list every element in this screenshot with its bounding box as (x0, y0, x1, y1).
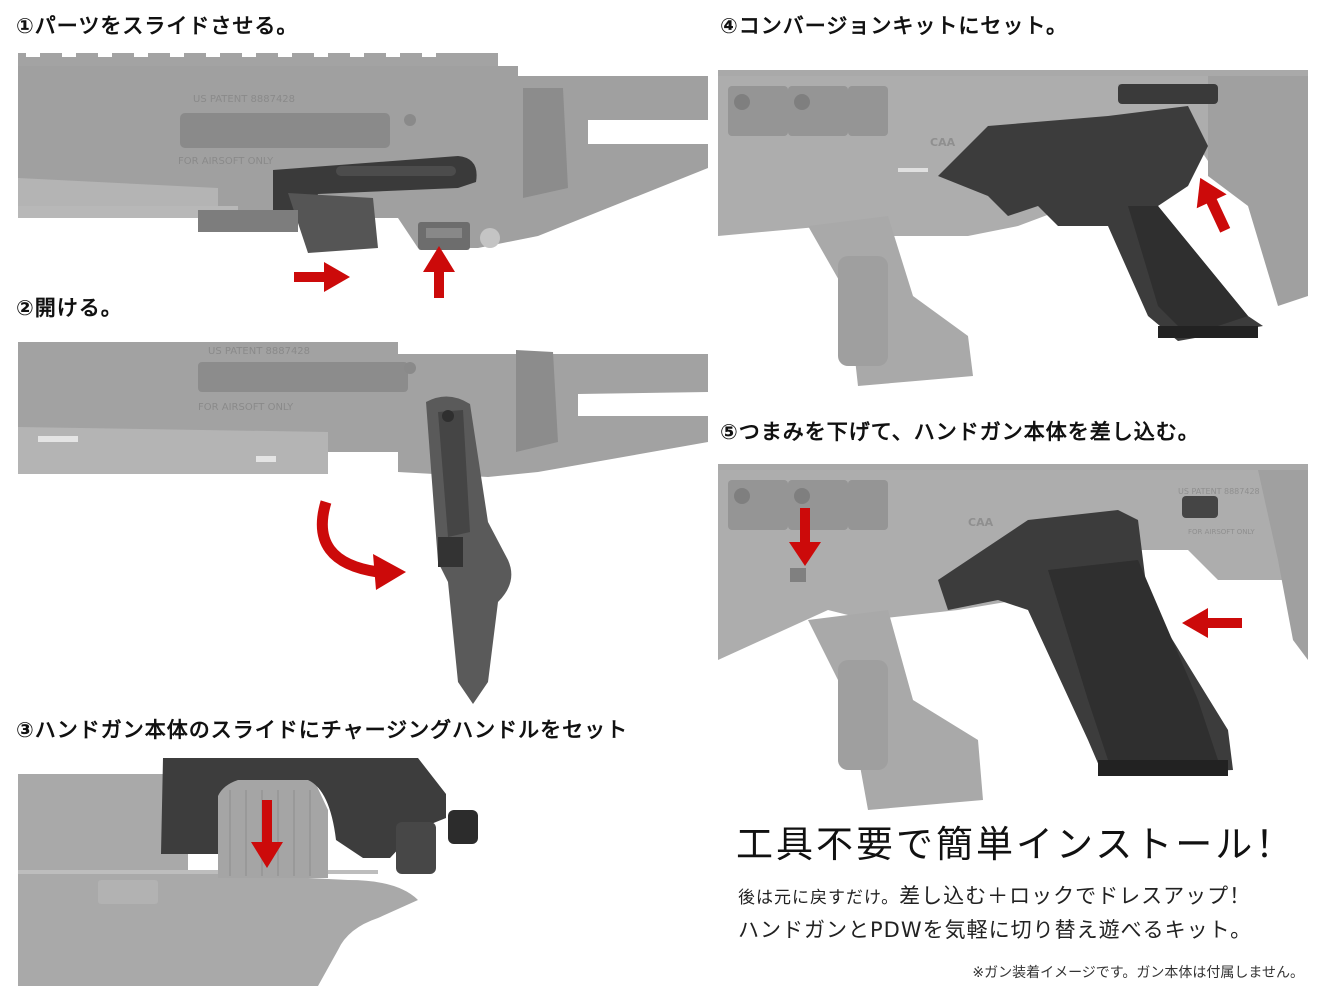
step-2-text: 開ける。 (34, 296, 123, 320)
step-4-number: ④ (720, 14, 739, 38)
description-line-2: ハンドガンとPDWを気軽に切り替え遊べるキット。 (738, 918, 1253, 942)
airsoft-engraving: FOR AIRSOFT ONLY (178, 156, 274, 167)
kit-open-illustration: US PATENT 8887428 FOR AIRSOFT ONLY (18, 342, 708, 704)
kit-insert-illustration: CAA US PATENT 8887428 FOR AIRSOFT ONLY (718, 464, 1308, 810)
patent-engraving: US PATENT 8887428 (1178, 487, 1260, 496)
step-2-number: ② (16, 296, 35, 320)
disclaimer-note: ※ガン装着イメージです。ガン本体は付属しません。 (972, 965, 1304, 981)
step-1-title: ①パーツをスライドさせる。 (16, 16, 298, 37)
step-4-image: CAA US PATENT 8887428 (718, 66, 1308, 396)
step-1-image: US PATENT 8887428 FOR AIRSOFT ONLY (18, 48, 708, 298)
step-1-text: パーツをスライドさせる。 (34, 14, 299, 38)
step-5-title: ⑤つまみを下げて、ハンドガン本体を差し込む。 (720, 422, 1200, 443)
step-3-image (18, 750, 498, 986)
step-2-title: ②開ける。 (16, 298, 123, 319)
curved-arrow-icon (316, 500, 406, 590)
patent-engraving: US PATENT 8887428 (208, 346, 310, 357)
description-line-1-lead: 後は元に戻すだけ。 (738, 888, 900, 908)
step-3-text: ハンドガン本体のスライドにチャージングハンドルをセット (34, 718, 629, 742)
arrow-left-icon (1182, 608, 1242, 638)
description-line-1-main: 差し込む＋ロックでドレスアップ！ (899, 884, 1252, 908)
airsoft-engraving: FOR AIRSOFT ONLY (1188, 528, 1255, 536)
step-4-title: ④コンバージョンキットにセット。 (720, 16, 1068, 37)
arrow-up-icon (423, 246, 455, 298)
step-5-text: つまみを下げて、ハンドガン本体を差し込む。 (738, 420, 1200, 444)
arrow-down-icon (789, 508, 821, 566)
arrow-right-icon (294, 262, 350, 292)
brand-logo-text: CAA (968, 516, 994, 529)
arrow-up-diagonal-icon (1196, 177, 1231, 233)
arrow-down-icon (251, 800, 283, 868)
charging-handle-illustration (18, 758, 478, 986)
step-2-image: US PATENT 8887428 FOR AIRSOFT ONLY (18, 332, 708, 712)
brand-logo-text: CAA (930, 136, 956, 149)
kit-set-illustration: CAA US PATENT 8887428 (718, 70, 1308, 386)
step-3-number: ③ (16, 718, 35, 742)
step-5-number: ⑤ (720, 420, 739, 444)
step-3-title: ③ハンドガン本体のスライドにチャージングハンドルをセット (16, 720, 628, 741)
kit-stock-illustration: US PATENT 8887428 FOR AIRSOFT ONLY (18, 51, 708, 298)
description-line-1: 後は元に戻すだけ。差し込む＋ロックでドレスアップ！ (738, 886, 1251, 907)
step-4-text: コンバージョンキットにセット。 (738, 14, 1068, 38)
step-1-number: ① (16, 14, 35, 38)
step-5-image: CAA US PATENT 8887428 FOR AIRSOFT ONLY (718, 460, 1308, 820)
headline: 工具不要で簡単インストール！ (736, 823, 1296, 866)
airsoft-engraving: FOR AIRSOFT ONLY (198, 402, 294, 413)
patent-engraving: US PATENT 8887428 (193, 94, 295, 105)
